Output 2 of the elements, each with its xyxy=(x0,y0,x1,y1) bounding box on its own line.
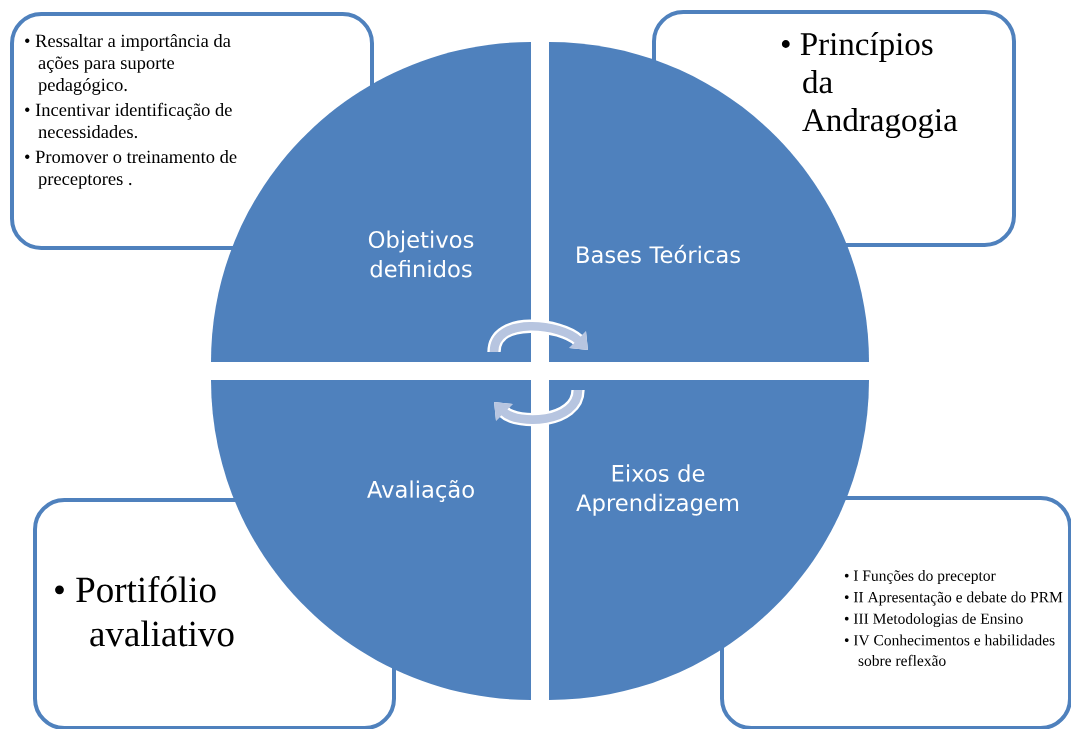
cycle-arrow xyxy=(487,319,588,354)
cycle-arrow xyxy=(494,388,585,427)
